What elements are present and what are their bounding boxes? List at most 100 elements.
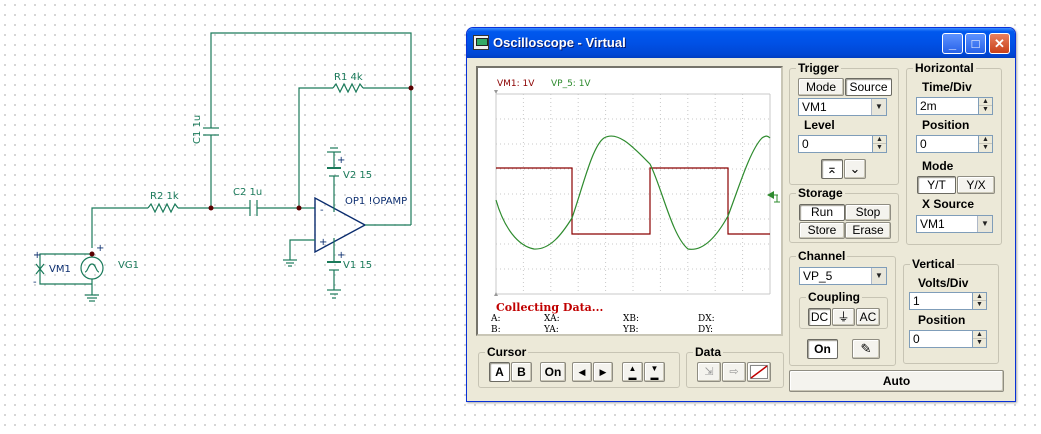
cursor-on-button[interactable]: On: [540, 362, 566, 382]
dropdown-arrow-icon[interactable]: ▼: [871, 99, 886, 115]
ac-coupling-button[interactable]: AC: [856, 308, 880, 326]
c1-label: C1 1u: [192, 115, 203, 144]
trigger-source-button[interactable]: Source: [845, 78, 892, 96]
x-source-label: X Source: [922, 197, 975, 211]
maximize-button[interactable]: □: [965, 33, 986, 54]
cursor-right-icon[interactable]: ▶: [593, 362, 613, 382]
diagram-icon[interactable]: [747, 362, 771, 382]
v-position-label: Position: [918, 313, 966, 327]
vertical-group: Vertical Volts/Div 1 ▲ ▼ Position 0 ▲ ▼: [903, 257, 999, 364]
level-label: Level: [804, 118, 835, 132]
opamp-plus-sign: +: [319, 237, 327, 248]
cursor-dy-label: DY:: [698, 325, 714, 335]
h-mode-label: Mode: [922, 159, 954, 173]
cursor-b-label: B:: [491, 325, 501, 335]
vm1-plus-sign: +: [33, 250, 41, 261]
erase-button[interactable]: Erase: [845, 222, 891, 239]
op1-label: OP1 !OPAMP: [345, 196, 407, 207]
opamp-minus-sign: -: [320, 205, 324, 216]
spin-down-icon[interactable]: ▼: [982, 144, 989, 151]
h-position-input[interactable]: 0 ▲ ▼: [916, 135, 993, 153]
title-bar[interactable]: Oscilloscope - Virtual _ □ ✕: [467, 28, 1015, 58]
scope-screen: VM1: 1V VP_5: 1V Collecting Data... A: X…: [476, 66, 783, 336]
h-position-spinner[interactable]: ▲ ▼: [978, 136, 992, 152]
spin-down-icon[interactable]: ▼: [976, 301, 983, 308]
probe-icon[interactable]: ✎: [852, 339, 880, 359]
legend-vp5: VP_5: 1V: [551, 79, 591, 89]
time-div-spinner[interactable]: ▲ ▼: [978, 98, 992, 114]
trigger-mode-button[interactable]: Mode: [798, 78, 844, 96]
import-data-icon[interactable]: ⇲: [697, 362, 721, 382]
horizontal-title: Horizontal: [913, 61, 976, 75]
v2-plus-sign: +: [337, 155, 345, 166]
time-div-value: 2m: [920, 99, 937, 113]
dropdown-arrow-icon[interactable]: ▼: [977, 216, 992, 232]
h-position-value: 0: [920, 137, 927, 151]
stop-button[interactable]: Stop: [845, 204, 891, 221]
scope-grid: [495, 93, 771, 295]
dropdown-arrow-icon[interactable]: ▼: [871, 268, 886, 284]
dc-coupling-button[interactable]: DC: [808, 308, 831, 326]
cursor-down-icon[interactable]: ▼▬: [644, 362, 665, 382]
spin-down-icon[interactable]: ▼: [876, 144, 883, 151]
channel-title: Channel: [796, 249, 848, 263]
v-position-spinner[interactable]: ▲ ▼: [972, 331, 986, 347]
x-source-value: VM1: [920, 217, 945, 231]
x-source-select[interactable]: VM1 ▼: [916, 215, 993, 233]
v-position-input[interactable]: 0 ▲ ▼: [909, 330, 987, 348]
spin-up-icon[interactable]: ▲: [979, 98, 992, 106]
spin-up-icon[interactable]: ▲: [873, 136, 886, 144]
yt-mode-button[interactable]: Y/T: [917, 176, 956, 194]
cursor-a-button[interactable]: A: [489, 362, 510, 382]
bottom-cursor-marker[interactable]: [494, 292, 498, 296]
close-button[interactable]: ✕: [989, 33, 1010, 54]
channel-select[interactable]: VP_5 ▼: [799, 267, 887, 285]
auto-button[interactable]: Auto: [789, 370, 1004, 392]
rising-edge-icon[interactable]: ⌅: [821, 159, 843, 179]
trigger-level-input[interactable]: 0 ▲ ▼: [798, 135, 887, 153]
spin-down-icon[interactable]: ▼: [982, 106, 989, 113]
vg1-label: VG1: [118, 260, 139, 271]
window-title: Oscilloscope - Virtual: [493, 35, 626, 50]
top-cursor-marker[interactable]: [494, 90, 498, 94]
spin-up-icon[interactable]: ▲: [973, 331, 986, 339]
r1-label: R1 4k: [334, 72, 363, 83]
volts-div-label: Volts/Div: [918, 276, 969, 290]
trigger-source-select[interactable]: VM1 ▼: [798, 98, 887, 116]
cursor-b-button[interactable]: B: [511, 362, 532, 382]
yx-mode-button[interactable]: Y/X: [957, 176, 995, 194]
volts-div-spinner[interactable]: ▲ ▼: [972, 293, 986, 309]
r2-label: R2 1k: [150, 191, 179, 202]
channel-group: Channel VP_5 ▼ Coupling DC ⏚ AC On ✎: [789, 249, 896, 366]
coupling-title: Coupling: [806, 290, 862, 304]
scope-display: VM1: 1V VP_5: 1V: [494, 79, 780, 296]
cursor-yb-label: YB:: [623, 325, 639, 335]
v1-plus-sign: +: [337, 250, 345, 261]
time-div-input[interactable]: 2m ▲ ▼: [916, 97, 993, 115]
run-button[interactable]: Run: [799, 204, 845, 221]
spin-up-icon[interactable]: ▲: [979, 136, 992, 144]
minimize-button[interactable]: _: [942, 33, 963, 54]
cursor-left-icon[interactable]: ◀: [572, 362, 592, 382]
volts-div-input[interactable]: 1 ▲ ▼: [909, 292, 987, 310]
trigger-group: Trigger Mode Source VM1 ▼ Level 0 ▲ ▼ ⌅ …: [789, 61, 899, 185]
store-button[interactable]: Store: [799, 222, 845, 239]
channel-on-button[interactable]: On: [807, 339, 838, 359]
cursor-up-icon[interactable]: ▲▬: [622, 362, 643, 382]
trace-vm1: [496, 167, 770, 235]
trigger-level-marker[interactable]: [767, 191, 780, 203]
ground-coupling-icon[interactable]: ⏚: [832, 308, 855, 326]
spin-up-icon[interactable]: ▲: [973, 293, 986, 301]
data-group: Data ⇲ ⇨: [686, 345, 784, 388]
oscilloscope-window: Oscilloscope - Virtual _ □ ✕ VM1: 1V VP_…: [466, 27, 1016, 402]
spin-down-icon[interactable]: ▼: [976, 339, 983, 346]
status-text: Collecting Data...: [496, 301, 604, 314]
cursor-xa-label: XA:: [544, 314, 560, 324]
horizontal-group: Horizontal Time/Div 2m ▲ ▼ Position 0 ▲ …: [906, 61, 1002, 245]
export-data-icon[interactable]: ⇨: [722, 362, 746, 382]
falling-edge-icon[interactable]: ⌄: [844, 159, 866, 179]
diagram-glyph: [750, 365, 768, 379]
trigger-level-value: 0: [802, 137, 809, 151]
cursor-dx-label: DX:: [698, 314, 715, 324]
level-spinner[interactable]: ▲ ▼: [872, 136, 886, 152]
